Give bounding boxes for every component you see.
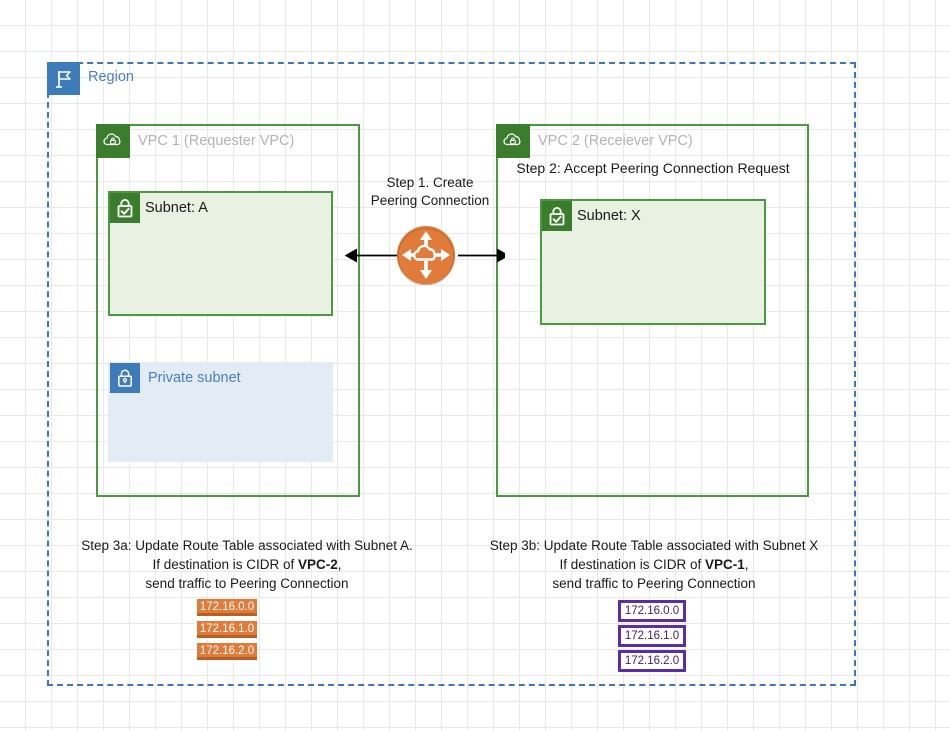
cidr-block[interactable]: 172.16.1.0 (197, 621, 257, 638)
step3a-caption: Step 3a: Update Route Table associated w… (46, 536, 448, 593)
private-subnet-box[interactable] (108, 362, 333, 462)
subnet-x-label: Subnet: X (577, 208, 641, 224)
step3a-line1: Step 3a: Update Route Table associated w… (81, 538, 413, 553)
step2-caption: Step 2: Accept Peering Connection Reques… (516, 160, 790, 176)
subnet-a-box[interactable] (108, 191, 333, 316)
step3a-line2: If destination is CIDR of VPC-2, (46, 555, 448, 574)
cidr-block[interactable]: 172.16.2.0 (618, 650, 686, 672)
region-label: Region (88, 69, 134, 85)
vpc2-label: VPC 2 (Receiever VPC) (538, 133, 693, 149)
lock-check-icon (542, 201, 572, 231)
vpc2-boundary[interactable] (496, 124, 809, 497)
step1-line1: Step 1. Create (386, 175, 474, 190)
step3b-vpc-ref: VPC-1 (705, 557, 745, 572)
private-subnet-label: Private subnet (148, 370, 241, 386)
subnet-a-label: Subnet: A (145, 200, 208, 216)
vpc1-boundary[interactable] (96, 124, 360, 497)
step3b-line3: send traffic to Peering Connection (552, 576, 756, 591)
vpc1-label: VPC 1 (Requester VPC) (138, 133, 295, 149)
step3a-line2-pre: If destination is CIDR of (152, 557, 299, 572)
step3a-vpc-ref: VPC-2 (298, 557, 338, 572)
vpc-cloud-lock-icon (496, 124, 530, 158)
peering-connection-icon[interactable] (396, 225, 456, 285)
cidr-block[interactable]: 172.16.0.0 (197, 599, 257, 616)
step1-line2: Peering Connection (370, 193, 490, 208)
cidr-block[interactable]: 172.16.1.0 (618, 625, 686, 647)
vpc-cloud-lock-icon (96, 124, 130, 158)
lock-keyhole-icon (110, 363, 140, 393)
step3b-line2-pre: If destination is CIDR of (559, 557, 706, 572)
cidr-list-left: 172.16.0.0 172.16.1.0 172.16.2.0 (197, 599, 257, 665)
step3b-line2: If destination is CIDR of VPC-1, (452, 555, 856, 574)
step3b-line2-post: , (744, 557, 749, 572)
step1-caption: Step 1. Create Peering Connection (350, 174, 510, 210)
lock-check-icon (110, 193, 140, 223)
subnet-x-box[interactable] (540, 199, 766, 325)
step3b-caption: Step 3b: Update Route Table associated w… (452, 536, 856, 593)
peering-arrows (345, 248, 505, 263)
cidr-block[interactable]: 172.16.2.0 (197, 643, 257, 660)
region-boundary (47, 62, 856, 686)
step3a-line2-post: , (337, 557, 342, 572)
cidr-block[interactable]: 172.16.0.0 (618, 600, 686, 622)
step3a-line3: send traffic to Peering Connection (145, 576, 349, 591)
step3b-line1: Step 3b: Update Route Table associated w… (489, 538, 819, 553)
flag-icon (47, 62, 80, 95)
cidr-list-right: 172.16.0.0 172.16.1.0 172.16.2.0 (618, 600, 686, 675)
